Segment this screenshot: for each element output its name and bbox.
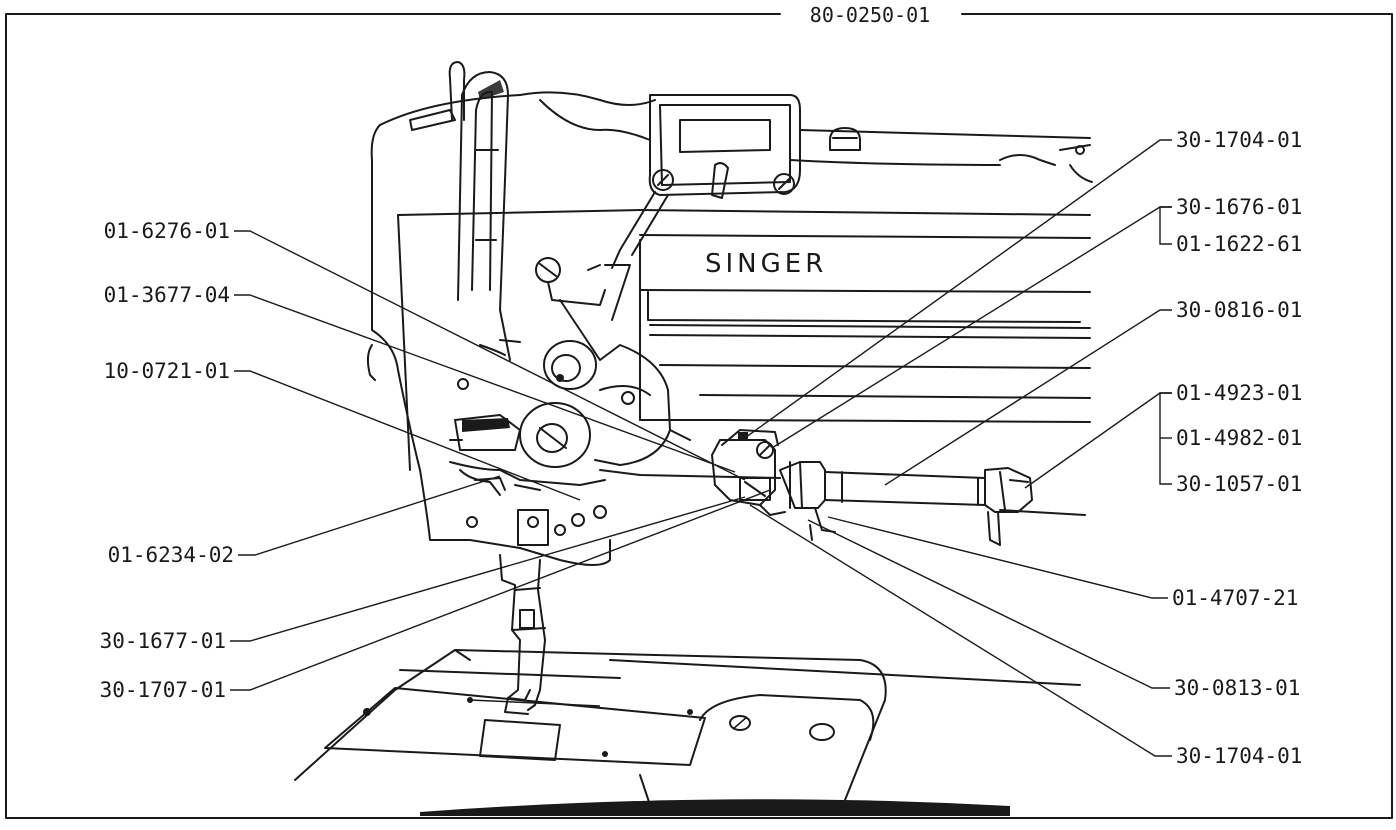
face-plate [648, 94, 801, 199]
base-shadow [420, 799, 1010, 816]
leader-01-6234-02 [238, 475, 501, 556]
leader-01-6276-01 [234, 230, 746, 481]
callout-label: 01-4982-01 [1176, 426, 1302, 450]
leader-01-4707-21 [827, 516, 1168, 599]
sewing-machine-illustration: SINGER [294, 61, 1093, 806]
leader-10-0721-01 [234, 370, 581, 501]
bracket-30-1676 [1159, 206, 1172, 245]
leader-30-1677-01 [230, 496, 746, 642]
drawing-number: 80-0250-01 [810, 3, 930, 27]
callout-label: 30-1704-01 [1176, 128, 1302, 152]
callout-label: 30-1704-01 [1176, 744, 1302, 768]
callout-label: 30-1677-01 [100, 629, 226, 653]
callout-labels-right: 30-1704-01 30-1676-01 01-1622-61 30-0816… [1172, 128, 1302, 768]
brand-name: SINGER [705, 249, 827, 279]
leader-30-0816-01 [884, 309, 1172, 486]
callout-label: 01-3677-04 [104, 283, 230, 307]
border-frame [5, 13, 1393, 819]
leader-lines [230, 139, 1172, 757]
callout-label: 10-0721-01 [104, 359, 230, 383]
callout-label: 30-1676-01 [1176, 195, 1302, 219]
callout-label: 01-1622-61 [1176, 232, 1302, 256]
thread-take-up-lever [448, 61, 511, 361]
callout-label: 01-4707-21 [1172, 586, 1298, 610]
leader-01-3677-04 [234, 294, 736, 473]
tension-assembly [519, 257, 691, 468]
callout-label: 30-1707-01 [100, 678, 226, 702]
callout-label: 30-0816-01 [1176, 298, 1302, 322]
leader-30-1707-01 [230, 489, 771, 691]
callout-label: 01-6276-01 [104, 219, 230, 243]
leader-01-4923-01 [1024, 392, 1172, 489]
callout-label: 01-6234-02 [108, 543, 234, 567]
presser-foot-assembly [499, 509, 549, 715]
callout-label: 30-0813-01 [1174, 676, 1300, 700]
callout-labels-left: 01-6276-01 01-3677-04 10-0721-01 01-6234… [100, 219, 234, 702]
machine-bed [294, 649, 1081, 806]
thread-trimmer-attachment [711, 429, 1033, 546]
tension-rod [587, 191, 669, 321]
leader-30-1704-01-bottom [749, 504, 1172, 757]
stitch-regulator [366, 339, 607, 536]
leader-30-0813-01 [807, 519, 1170, 689]
callout-label: 01-4923-01 [1176, 381, 1302, 405]
machine-head [370, 91, 1093, 566]
callout-label: 30-1057-01 [1176, 472, 1302, 496]
leader-30-1704-01-top [741, 139, 1172, 441]
